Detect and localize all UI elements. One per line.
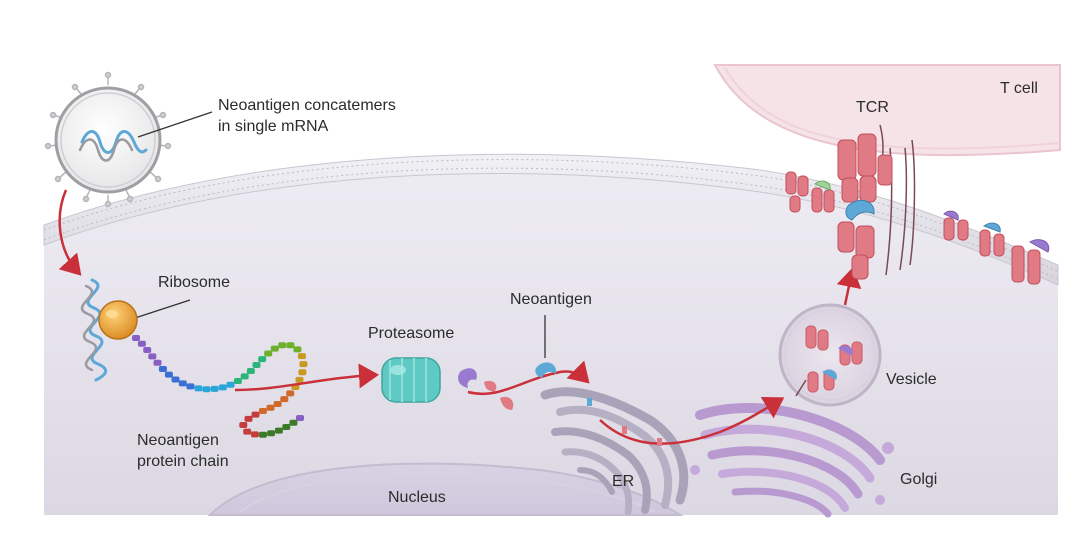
protein-chain-bead	[148, 353, 157, 360]
mrna-label-line1: Neoantigen concatemers	[218, 97, 396, 114]
protein-chain-bead	[299, 361, 308, 368]
protein-chain-bead	[240, 373, 249, 380]
protein-chain-bead	[143, 347, 152, 353]
protein-chain-bead	[251, 411, 260, 418]
protein-chain-bead	[250, 431, 259, 438]
protein-chain-bead	[286, 342, 295, 349]
mrna-label-line2: in single mRNA	[218, 118, 329, 135]
ribosome-icon	[80, 278, 138, 382]
flow-arrow-icon	[58, 189, 82, 276]
protein-chain-bead	[286, 390, 295, 397]
nucleus-icon	[207, 462, 684, 516]
mhc-complex-icon	[785, 171, 1050, 285]
protein-chain-bead	[278, 342, 287, 349]
protein-chain-bead	[233, 378, 242, 384]
protein-chain-bead	[226, 381, 235, 388]
neoantigen-label: Neoantigen	[510, 291, 592, 308]
t-cell-receptor-icon	[837, 124, 916, 280]
golgi-label: Golgi	[900, 471, 938, 488]
protein-chain-bead	[266, 404, 275, 411]
protein-chain-bead	[270, 345, 279, 352]
mrna-strand-icon	[80, 130, 148, 154]
protein-chain-bead	[252, 362, 261, 368]
protein-chain-bead	[274, 427, 283, 434]
protein-chain-bead	[186, 383, 195, 390]
t-cell-label: T cell	[1000, 80, 1038, 97]
protein-chain-bead	[210, 385, 219, 392]
protein-chain-bead	[171, 376, 180, 383]
ribosome-label: Ribosome	[158, 274, 231, 291]
vesicle-icon	[778, 303, 882, 407]
mhc-complex-icon	[587, 398, 662, 446]
protein-chain-bead	[273, 401, 282, 407]
peptide-fragment-icon	[458, 368, 514, 410]
flow-arrow-icon	[234, 363, 379, 392]
protein-chain-label-line1: Neoantigen	[137, 432, 219, 449]
protein-chain-bead	[246, 368, 255, 374]
protein-chain-bead	[280, 396, 289, 403]
protein-chain-bead	[243, 428, 252, 435]
proteasome-icon	[381, 357, 441, 403]
protein-chain-bead	[137, 340, 146, 347]
protein-chain-bead	[258, 408, 267, 414]
protein-chain-bead	[295, 376, 304, 383]
protein-chain-bead	[258, 356, 267, 363]
protein-chain-bead	[132, 335, 140, 341]
protein-chain-bead	[293, 346, 302, 353]
endoplasmic-reticulum-icon	[540, 387, 689, 516]
flow-arrow-icon	[599, 396, 785, 445]
leader-lines	[134, 111, 546, 358]
protein-chain-bead	[289, 419, 298, 426]
protein-chain-bead	[194, 385, 203, 392]
protein-chain-bead	[178, 380, 187, 387]
protein-chain-bead	[153, 359, 162, 366]
protein-chain-bead	[297, 353, 306, 360]
proteasome-label: Proteasome	[368, 325, 455, 342]
protein-chain-bead	[264, 350, 273, 357]
protein-chain-bead	[158, 366, 167, 372]
protein-chain-bead	[202, 386, 211, 393]
lipid-nanoparticle-icon	[44, 71, 172, 208]
protein-chain-bead	[239, 422, 248, 428]
vesicle-label: Vesicle	[886, 371, 937, 388]
flow-arrow-icon	[836, 267, 862, 306]
protein-chain-bead	[298, 369, 307, 376]
protein-chain-bead	[244, 415, 253, 422]
er-label: ER	[612, 473, 635, 490]
nucleus-label: Nucleus	[388, 489, 446, 506]
protein-chain-bead	[282, 424, 291, 430]
protein-chain-bead	[259, 431, 267, 438]
protein-chain-bead	[164, 371, 173, 378]
protein-chain-bead	[267, 430, 276, 437]
tcr-label: TCR	[856, 99, 889, 116]
protein-chain-bead	[296, 415, 304, 421]
protein-chain-bead	[218, 384, 227, 391]
protein-chain-icon	[132, 335, 308, 438]
golgi-apparatus-icon	[690, 403, 894, 518]
peptide-fragment-icon	[535, 362, 557, 378]
protein-chain-label-line2: protein chain	[137, 453, 229, 470]
